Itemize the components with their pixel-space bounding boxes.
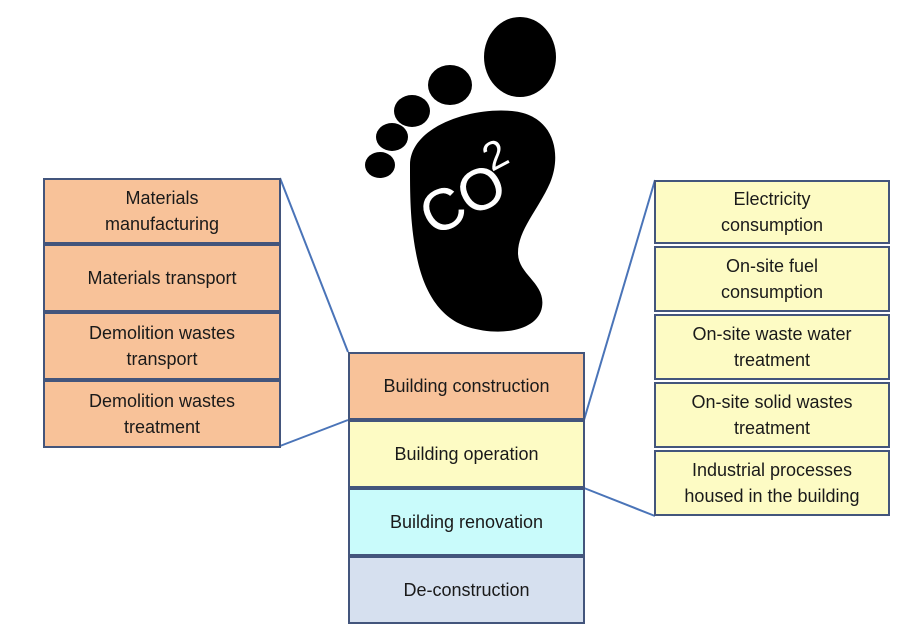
- left-box-materials-manufacturing: Materials manufacturing: [43, 178, 281, 244]
- center-box-label: De-construction: [403, 580, 530, 600]
- right-box-on-site-solid-wastes-treatment: On-site solid wastes treatment: [654, 382, 890, 448]
- right-box-label: Electricity consumption: [720, 189, 824, 235]
- right-box-label: Industrial processes housed in the build…: [684, 460, 860, 506]
- center-box-de-construction: De-construction: [348, 556, 585, 624]
- big-toe-icon: [484, 17, 556, 97]
- center-box-building-construction: Building construction: [348, 352, 585, 420]
- toe-5-icon: [365, 152, 395, 178]
- right-box-label: On-site solid wastes treatment: [691, 392, 853, 438]
- connector-right-bottom: [583, 487, 656, 517]
- center-box-label: Building renovation: [389, 512, 544, 532]
- center-box-label: Building operation: [394, 444, 539, 464]
- toe-4-icon: [376, 123, 408, 151]
- right-box-label: On-site fuel consumption: [720, 256, 824, 302]
- center-box-label: Building construction: [383, 376, 550, 396]
- right-box-label: On-site waste water treatment: [692, 324, 852, 370]
- center-box-building-operation: Building operation: [348, 420, 585, 488]
- connector-right-top: [583, 179, 656, 421]
- right-box-electricity-consumption: Electricity consumption: [654, 180, 890, 244]
- foot-body-icon: [410, 110, 556, 332]
- co2-footprint-icon: CO 2: [365, 17, 556, 332]
- connector-left-bottom: [279, 419, 349, 447]
- toe-2-icon: [428, 65, 472, 105]
- left-box-label: Materials manufacturing: [104, 188, 220, 234]
- left-box-materials-transport: Materials transport: [43, 244, 281, 312]
- right-box-on-site-waste-water-treatment: On-site waste water treatment: [654, 314, 890, 380]
- left-box-label: Demolition wastes treatment: [88, 391, 236, 437]
- left-box-label: Materials transport: [87, 268, 237, 288]
- toe-3-icon: [394, 95, 430, 127]
- right-box-on-site-fuel-consumption: On-site fuel consumption: [654, 246, 890, 312]
- right-box-industrial-processes: Industrial processes housed in the build…: [654, 450, 890, 516]
- center-box-building-renovation: Building renovation: [348, 488, 585, 556]
- left-box-demolition-wastes-transport: Demolition wastes transport: [43, 312, 281, 380]
- left-box-label: Demolition wastes transport: [88, 323, 236, 369]
- left-box-demolition-wastes-treatment: Demolition wastes treatment: [43, 380, 281, 448]
- connector-left-top: [279, 177, 349, 353]
